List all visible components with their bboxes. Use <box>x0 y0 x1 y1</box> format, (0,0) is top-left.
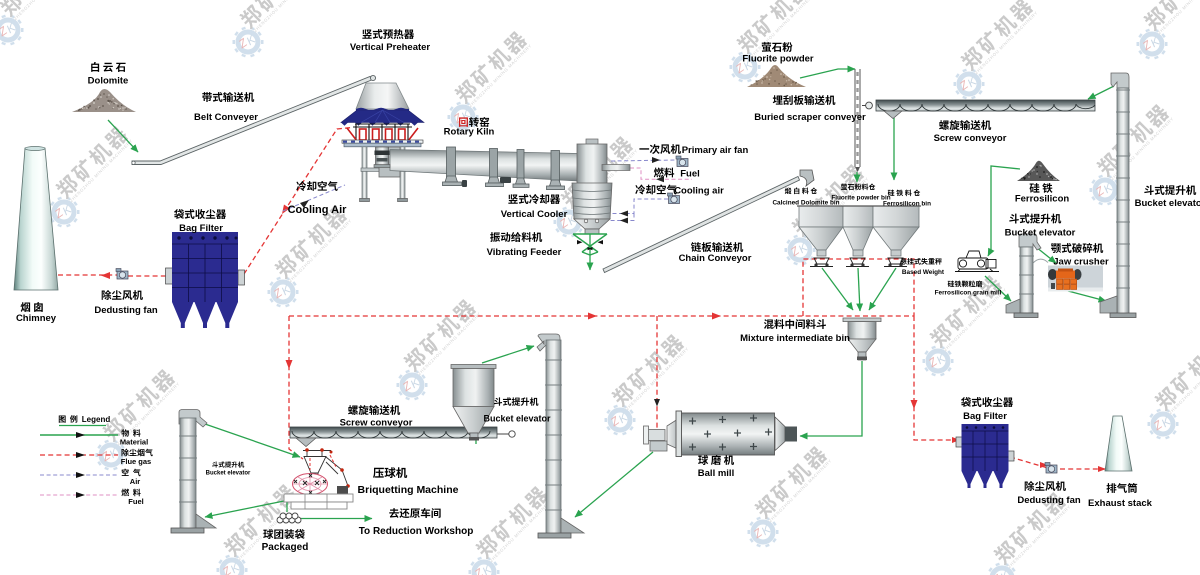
svg-text:Buried scraper conveyer: Buried scraper conveyer <box>754 112 866 123</box>
svg-text:Primary air fan: Primary air fan <box>682 145 749 156</box>
svg-text:To Reduction Workshop: To Reduction Workshop <box>359 526 474 537</box>
svg-text:Ferrosilicon bin: Ferrosilicon bin <box>883 201 931 208</box>
svg-text:Exhaust stack: Exhaust stack <box>1088 498 1153 509</box>
svg-text:Vertical Cooler: Vertical Cooler <box>501 209 568 220</box>
svg-text:Screw conveyor: Screw conveyor <box>340 418 413 429</box>
svg-text:Calcined Dolomite bin: Calcined Dolomite bin <box>772 200 839 207</box>
svg-text:Bag Filter: Bag Filter <box>963 411 1007 422</box>
svg-text:Chain Conveyor: Chain Conveyor <box>679 253 752 264</box>
svg-text:Fuel: Fuel <box>128 497 143 506</box>
svg-text:Bucket elevator: Bucket elevator <box>1135 198 1200 209</box>
svg-text:Cooling Air: Cooling Air <box>288 204 348 216</box>
svg-text:Fluorite powder bin: Fluorite powder bin <box>831 195 890 202</box>
svg-text:Dedusting fan: Dedusting fan <box>1017 495 1081 506</box>
svg-text:Dedusting fan: Dedusting fan <box>94 305 158 316</box>
svg-text:Rotary Kiln: Rotary Kiln <box>444 127 495 138</box>
svg-text:Bag Filter: Bag Filter <box>179 223 223 234</box>
svg-text:Mixture intermediate bin: Mixture intermediate bin <box>740 333 850 344</box>
svg-text:Bucket elevator: Bucket elevator <box>206 471 251 477</box>
svg-text:Jaw crusher: Jaw crusher <box>1053 257 1109 268</box>
svg-text:Legend: Legend <box>82 415 111 424</box>
svg-text:Ball mill: Ball mill <box>698 468 734 479</box>
svg-text:Ferrosilicon: Ferrosilicon <box>1015 194 1070 205</box>
svg-text:Bucket elevator: Bucket elevator <box>1005 228 1076 239</box>
svg-text:Ferrosilicon grain mill: Ferrosilicon grain mill <box>935 290 1002 297</box>
svg-text:Vibrating Feeder: Vibrating Feeder <box>487 247 562 258</box>
svg-text:Air: Air <box>130 477 141 486</box>
svg-text:Fluorite powder: Fluorite powder <box>742 54 814 65</box>
svg-text:Belt Conveyer: Belt Conveyer <box>194 112 258 123</box>
svg-text:Screw conveyor: Screw conveyor <box>934 133 1007 144</box>
svg-text:Fuel: Fuel <box>680 169 700 180</box>
svg-text:Packaged: Packaged <box>262 542 309 553</box>
svg-text:Bucket elevator: Bucket elevator <box>483 414 551 424</box>
svg-text:Cooling air: Cooling air <box>674 186 724 197</box>
svg-text:Briquetting Machine: Briquetting Machine <box>358 484 459 496</box>
svg-text:Based Weight: Based Weight <box>902 269 945 276</box>
svg-text:Flue gas: Flue gas <box>121 457 151 466</box>
svg-text:Vertical Preheater: Vertical Preheater <box>350 42 431 53</box>
svg-text:Material: Material <box>120 438 148 447</box>
svg-text:Dolomite: Dolomite <box>88 76 129 87</box>
svg-text:Chimney: Chimney <box>16 313 57 324</box>
